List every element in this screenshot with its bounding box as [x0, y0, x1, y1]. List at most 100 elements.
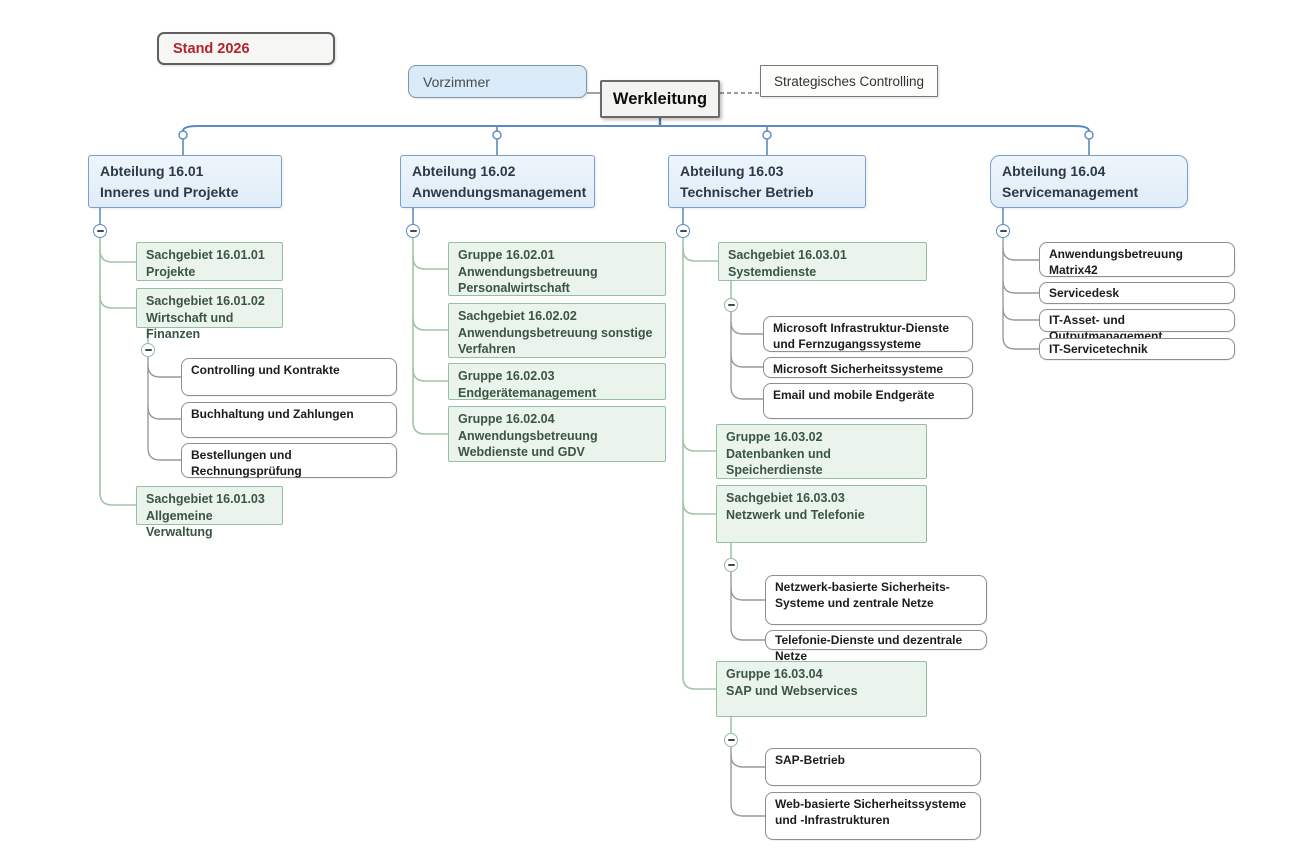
team-servicedesk[interactable]: Servicedesk [1039, 282, 1235, 304]
dept-16-03[interactable]: Abteilung 16.03 Technischer Betrieb [668, 155, 866, 208]
collapse-minus-icon[interactable] [141, 343, 155, 357]
connector-col2-b3 [412, 368, 448, 382]
team-web-basierte-sicherheitssysteme[interactable]: Web-basierte Sicherheitssysteme und -Inf… [765, 792, 981, 840]
dept-16-04-name: Servicemanagement [1002, 184, 1139, 200]
team-netzwerk-basierte-sicherheit[interactable]: Netzwerk-basierte Sicherheits-Systeme un… [765, 575, 987, 625]
dept-16-01-code: Abteilung 16.01 [100, 163, 204, 179]
connector-col3-sub1-b1 [730, 321, 763, 335]
team-label: IT-Servicetechnik [1049, 342, 1148, 356]
node-vorzimmer-label: Vorzimmer [423, 73, 490, 90]
dept-16-04-code: Abteilung 16.04 [1002, 163, 1106, 179]
node-werkleitung[interactable]: Werkleitung [600, 80, 720, 118]
team-telefonie-dienste[interactable]: Telefonie-Dienste und dezentrale Netze [765, 630, 987, 663]
team-label: Web-basierte Sicherheitssysteme und -Inf… [775, 797, 967, 827]
collapse-minus-icon[interactable] [93, 224, 107, 238]
team-label: Servicedesk [1049, 286, 1120, 300]
team-label: Anwendungsbetreuung Matrix42 [1049, 247, 1183, 277]
connector-col4-b2 [1002, 280, 1039, 294]
unit-sg-16-03-01[interactable]: Sachgebiet 16.03.01 Systemdienste [718, 242, 927, 281]
connector-col4-b3 [1002, 307, 1039, 321]
unit-gr-16-02-04[interactable]: Gruppe 16.02.04 Anwendungsbetreuung Webd… [448, 406, 666, 462]
connector-col3-sub2-b1 [730, 587, 765, 601]
collapse-minus-icon[interactable] [996, 224, 1010, 238]
team-it-servicetechnik[interactable]: IT-Servicetechnik [1039, 338, 1235, 360]
unit-code: Gruppe 16.02.03 [458, 369, 555, 383]
team-label: Controlling und Kontrakte [191, 363, 340, 377]
unit-name: Anwendungsbetreuung Personalwirtschaft [458, 264, 598, 296]
unit-name: Endgerätemanagement [458, 385, 597, 400]
unit-sg-16-01-01[interactable]: Sachgebiet 16.01.01 Projekte [136, 242, 283, 281]
team-label: Microsoft Sicherheitssysteme [773, 362, 944, 376]
team-sap-betrieb[interactable]: SAP-Betrieb [765, 748, 981, 786]
connector-col3-b1 [682, 248, 718, 262]
connector-col3-b2 [682, 438, 716, 452]
connector-col3-sub2-main [730, 572, 765, 641]
unit-sg-16-01-03[interactable]: Sachgebiet 16.01.03 Allgemeine Verwaltun… [136, 486, 283, 539]
unit-name: Wirtschaft und Finanzen [146, 310, 234, 342]
connector-rail-stubs [496, 126, 768, 131]
node-strategisches-controlling[interactable]: Strategisches Controlling [760, 65, 938, 97]
connector-col1-sub-main [147, 357, 181, 461]
minus-bar [727, 739, 735, 741]
unit-gr-16-03-04[interactable]: Gruppe 16.03.04 SAP und Webservices [716, 661, 927, 717]
minus-bar [727, 304, 735, 306]
collapse-minus-icon[interactable] [724, 298, 738, 312]
unit-name: Allgemeine Verwaltung [146, 508, 213, 540]
unit-gr-16-02-01[interactable]: Gruppe 16.02.01 Anwendungsbetreuung Pers… [448, 242, 666, 296]
dept-16-01-name: Inneres und Projekte [100, 184, 239, 200]
team-label: Netzwerk-basierte Sicherheits-Systeme un… [775, 580, 950, 610]
team-label: Telefonie-Dienste und dezentrale Netze [775, 633, 963, 663]
team-label: Microsoft Infrastruktur-Dienste und Fern… [773, 321, 950, 351]
node-strategisches-controlling-label: Strategisches Controlling [773, 73, 925, 89]
unit-gr-16-02-03[interactable]: Gruppe 16.02.03 Endgerätemanagement [448, 363, 666, 400]
team-email-und-mobile-endgeraete[interactable]: Email und mobile Endgeräte [763, 383, 973, 419]
node-werkleitung-label: Werkleitung [612, 89, 708, 108]
unit-sg-16-03-03[interactable]: Sachgebiet 16.03.03 Netzwerk und Telefon… [716, 485, 927, 543]
unit-code: Sachgebiet 16.01.01 [146, 248, 265, 262]
unit-code: Gruppe 16.02.01 [458, 248, 555, 262]
connector-col3-sub1-b2 [730, 354, 763, 368]
unit-code: Gruppe 16.02.04 [458, 412, 555, 426]
minus-bar [727, 564, 735, 566]
connector-rail-right-curve [1073, 125, 1090, 132]
team-buchhaltung-und-zahlungen[interactable]: Buchhaltung und Zahlungen [181, 402, 397, 438]
team-it-asset-und-outputmanagement[interactable]: IT-Asset- und Outputmanagement [1039, 309, 1235, 343]
connector-minus-drops [99, 208, 1004, 224]
team-anwendungsbetreuung-matrix42[interactable]: Anwendungsbetreuung Matrix42 [1039, 242, 1235, 277]
collapse-minus-icon[interactable] [676, 224, 690, 238]
team-controlling-und-kontrakte[interactable]: Controlling und Kontrakte [181, 358, 397, 396]
dept-16-01[interactable]: Abteilung 16.01 Inneres und Projekte [88, 155, 282, 208]
team-bestellungen-und-rechnungspruefung[interactable]: Bestellungen und Rechnungsprüfung [181, 443, 397, 478]
junction-dot-icon [1084, 130, 1094, 140]
team-label: Email und mobile Endgeräte [773, 388, 935, 402]
connector-col1-sub-b1 [147, 364, 181, 378]
dept-16-02-code: Abteilung 16.02 [412, 163, 516, 179]
stand-2026-label: Stand 2026 [173, 40, 250, 57]
dept-16-03-code: Abteilung 16.03 [680, 163, 784, 179]
connector-col4-b1 [1002, 247, 1039, 261]
unit-sg-16-01-02[interactable]: Sachgebiet 16.01.02 Wirtschaft und Finan… [136, 288, 283, 341]
connector-col2-b2 [412, 317, 448, 331]
collapse-minus-icon[interactable] [406, 224, 420, 238]
connector-col3-sub1-main [730, 312, 763, 400]
connector-department-drops [182, 139, 1090, 155]
connector-col2-main [412, 238, 448, 435]
dept-16-02[interactable]: Abteilung 16.02 Anwendungsmanagement [400, 155, 595, 208]
unit-sg-16-02-02[interactable]: Sachgebiet 16.02.02 Anwendungsbetreuung … [448, 303, 666, 358]
unit-code: Sachgebiet 16.01.03 [146, 492, 265, 506]
team-microsoft-sicherheitssysteme[interactable]: Microsoft Sicherheitssysteme [763, 357, 973, 378]
collapse-minus-icon[interactable] [724, 733, 738, 747]
unit-name: Anwendungsbetreuung sonstige Verfahren [458, 325, 653, 357]
connector-col3-b3 [682, 501, 716, 515]
minus-bar [409, 230, 417, 232]
connector-col1-sub-b2 [147, 406, 181, 420]
collapse-minus-icon[interactable] [724, 558, 738, 572]
connector-col2-b1 [412, 256, 448, 270]
unit-gr-16-03-02[interactable]: Gruppe 16.03.02 Datenbanken und Speicher… [716, 424, 927, 479]
team-microsoft-infrastruktur[interactable]: Microsoft Infrastruktur-Dienste und Fern… [763, 316, 973, 352]
dept-16-04[interactable]: Abteilung 16.04 Servicemanagement [990, 155, 1188, 208]
dept-16-03-name: Technischer Betrieb [680, 184, 814, 200]
unit-name: SAP und Webservices [726, 683, 858, 698]
node-vorzimmer[interactable]: Vorzimmer [408, 65, 587, 98]
